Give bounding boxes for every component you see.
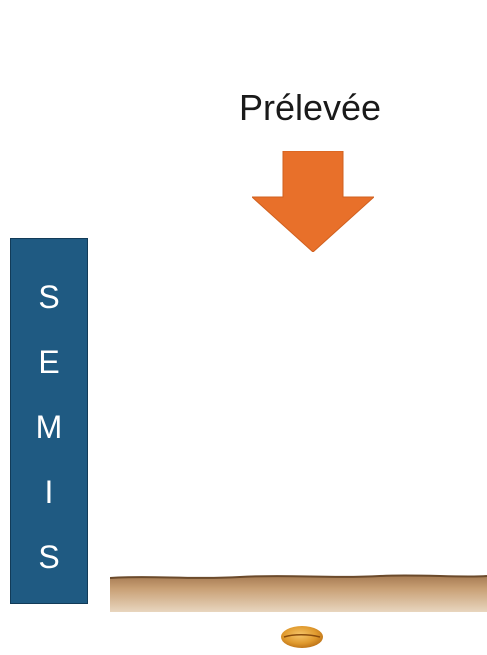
semis-letter: M bbox=[35, 408, 63, 445]
down-arrow-icon bbox=[252, 151, 374, 252]
semis-label-box: S E M I S bbox=[10, 238, 88, 604]
soil-surface bbox=[110, 574, 487, 612]
stage-label: Prélevée bbox=[238, 87, 382, 128]
semis-letter: S bbox=[38, 538, 60, 575]
semis-letter: S bbox=[38, 279, 60, 316]
semis-letter: E bbox=[38, 344, 60, 381]
semis-letter: I bbox=[44, 473, 54, 510]
seed-icon bbox=[281, 626, 323, 648]
